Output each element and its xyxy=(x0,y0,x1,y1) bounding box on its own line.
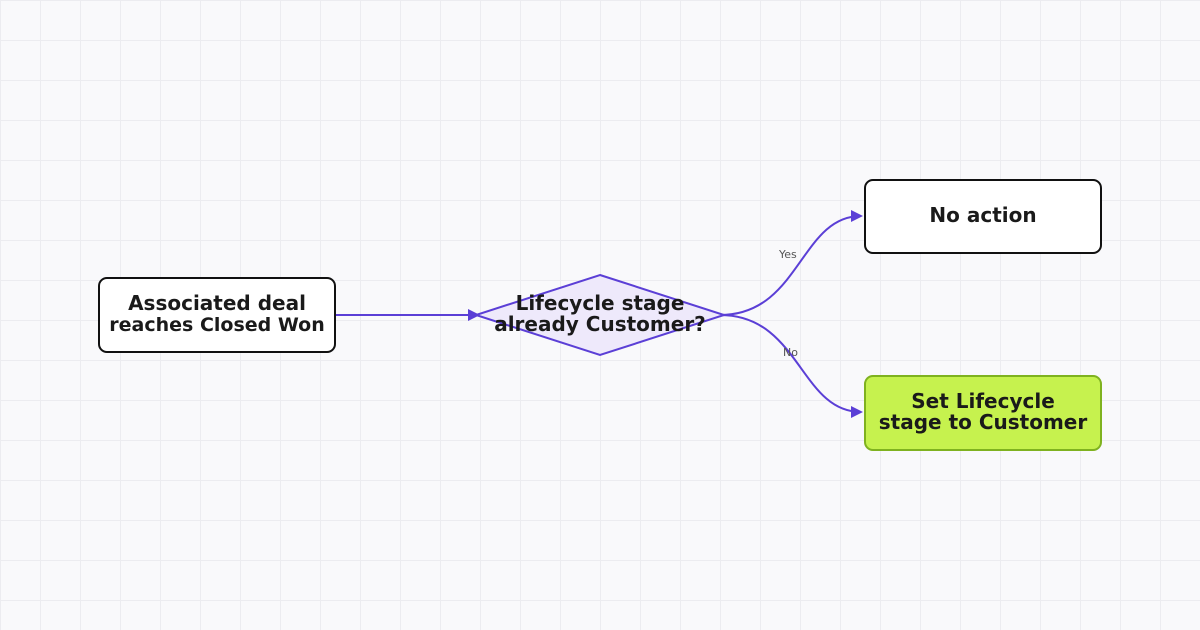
edge-label-yes: Yes xyxy=(778,248,797,261)
node-decision-diamond xyxy=(472,273,728,357)
node-set-stage-box xyxy=(864,375,1102,451)
node-decision-line1: Lifecycle stage xyxy=(516,291,685,315)
edge-decision-to-set-stage xyxy=(719,314,863,418)
node-set-stage[interactable]: Set Lifecycle stage to Customer xyxy=(864,375,1102,451)
node-no-action-label: No action xyxy=(929,203,1036,227)
node-trigger[interactable]: Associated deal reaches Closed Won xyxy=(98,277,336,353)
node-trigger-box xyxy=(98,277,336,353)
node-set-stage-line2: stage to Customer xyxy=(879,410,1088,434)
node-no-action[interactable]: No action xyxy=(864,179,1102,254)
node-trigger-line1: Associated deal xyxy=(128,291,306,315)
node-decision-line2: already Customer? xyxy=(494,312,706,336)
node-decision[interactable]: Lifecycle stage already Customer? xyxy=(472,273,728,357)
edge-label-no: No xyxy=(783,346,798,359)
edge-decision-to-no-action xyxy=(719,210,863,316)
node-set-stage-line1: Set Lifecycle xyxy=(911,389,1055,413)
node-trigger-line2: reaches Closed Won xyxy=(109,314,324,336)
node-no-action-box xyxy=(864,179,1102,254)
